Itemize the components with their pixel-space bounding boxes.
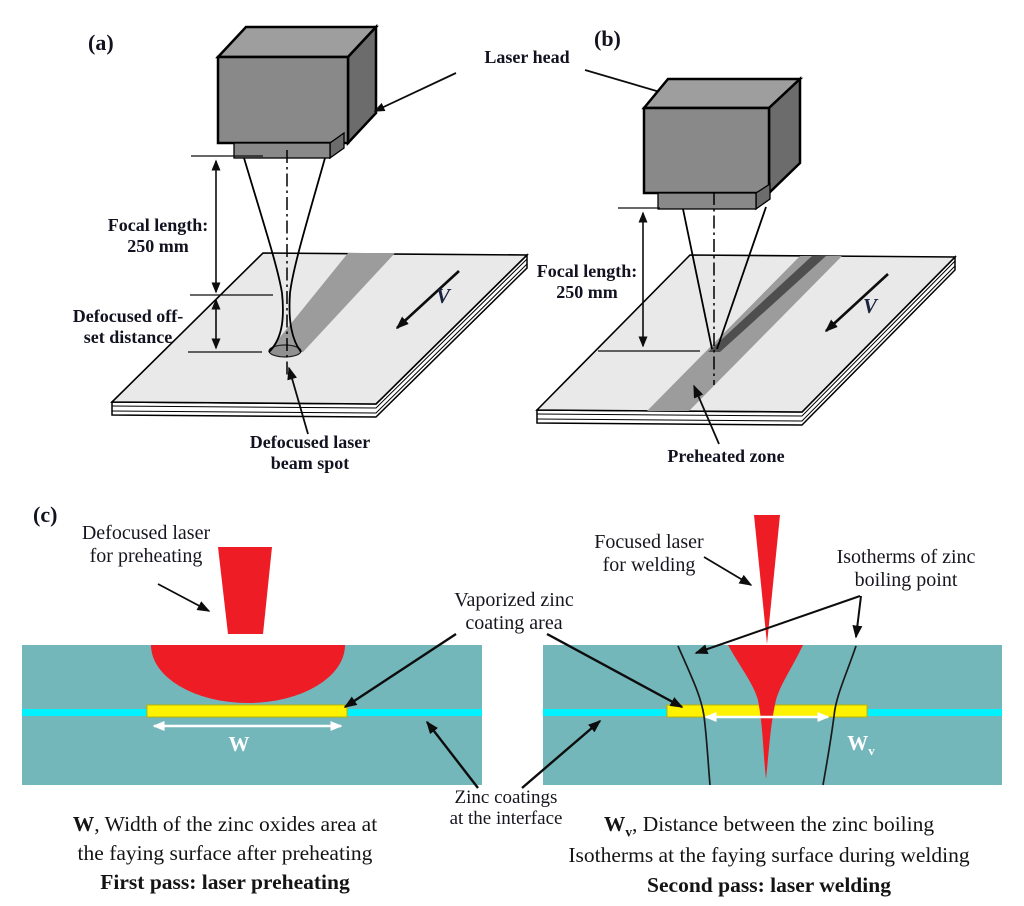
plate-b-weld-track bbox=[708, 256, 826, 352]
w-width-label: W bbox=[228, 732, 250, 756]
zinc-coatings-pointer-left bbox=[426, 720, 479, 789]
isotherms-label: Isotherms of zinc boiling point bbox=[837, 546, 976, 592]
velocity-a-label: V bbox=[436, 284, 451, 308]
heated-dome bbox=[151, 645, 345, 703]
wv-label-sub: v bbox=[868, 743, 875, 759]
isotherm-curve-right bbox=[822, 645, 857, 786]
defocus-offset-line2: set distance bbox=[83, 327, 173, 348]
isotherms-line2: boiling point bbox=[854, 568, 958, 591]
vaporized-zinc-line1: Vaporized zinc bbox=[454, 589, 574, 611]
caption-right-line1: Wv, Distance between the zinc boiling bbox=[568, 810, 969, 841]
panel-b-measurements bbox=[598, 207, 889, 445]
velocity-b-arrow bbox=[824, 273, 889, 333]
caption-right-term-sub: v bbox=[625, 824, 633, 840]
isotherm-pointer-left bbox=[694, 595, 861, 654]
vaporized-zinc-pointer-left bbox=[343, 632, 457, 709]
caption-first-pass: W, Width of the zinc oxides area at the … bbox=[73, 810, 377, 898]
preheated-zone-label: Preheated zone bbox=[667, 446, 785, 466]
defocus-offset-line1: Defocused off- bbox=[72, 306, 184, 326]
defocused-beam-shape bbox=[218, 547, 272, 634]
panel-a-beam bbox=[243, 150, 326, 378]
caption-right-line1-rest: , Distance between the zinc boiling bbox=[632, 812, 935, 836]
velocity-a-arrow bbox=[395, 270, 460, 330]
panel-a-tag: (a) bbox=[88, 30, 114, 55]
focused-laser-line1: Focused laser bbox=[594, 531, 704, 553]
focused-laser-pointer bbox=[703, 556, 753, 586]
beam-a-right-edge bbox=[288, 157, 326, 353]
defocused-laser-label: Defocused laser for preheating bbox=[82, 522, 210, 568]
wv-width-label: Wv bbox=[847, 731, 875, 759]
panel-b-tag: (b) bbox=[594, 26, 621, 51]
zinc-coatings-line1: Zinc coatings bbox=[454, 787, 558, 808]
caption-second-pass: Wv, Distance between the zinc boiling Is… bbox=[568, 810, 969, 900]
zinc-coatings-label: Zinc coatings at the interface bbox=[450, 787, 563, 830]
focal-length-a-line2: 250 mm bbox=[127, 236, 189, 257]
laser-head-pointer-left bbox=[373, 72, 457, 112]
laser-nozzle bbox=[233, 142, 331, 159]
defocused-laser-line2: for preheating bbox=[89, 544, 203, 567]
beam-spot-label: Defocused laser beam spot bbox=[250, 432, 370, 474]
caption-left-line2: the faying surface after preheating bbox=[77, 841, 373, 866]
beam-b-left-edge bbox=[682, 208, 713, 350]
focused-laser-line2: for welding bbox=[602, 553, 696, 576]
panel-b-plate bbox=[535, 254, 957, 426]
panel-a-laser-head bbox=[215, 23, 379, 160]
beam-spot-pointer bbox=[287, 366, 309, 435]
caption-left-line3: First pass: laser preheating bbox=[100, 870, 350, 895]
laser-head-label: Laser head bbox=[484, 47, 570, 67]
zinc-coatings-pointer-right bbox=[521, 720, 602, 789]
caption-right-line3: Second pass: laser welding bbox=[647, 872, 891, 897]
defocus-offset-label: Defocused off- set distance bbox=[73, 306, 183, 348]
defocused-laser-pointer bbox=[157, 583, 211, 612]
velocity-b-label: V bbox=[863, 294, 878, 318]
isotherm-curve-left bbox=[677, 645, 711, 786]
laser-head-b-front-face bbox=[642, 106, 771, 195]
plate-b-preheated-stripe bbox=[647, 256, 842, 411]
panel-c-right-section bbox=[343, 515, 1002, 789]
beam-b-right-edge bbox=[716, 206, 767, 350]
vaporized-zinc-pointer-right bbox=[546, 632, 684, 709]
defocused-laser-line1: Defocused laser bbox=[81, 522, 211, 544]
isotherms-line1: Isotherms of zinc bbox=[836, 546, 976, 568]
panel-c-left-section bbox=[22, 547, 482, 785]
focal-length-a-label: Focal length: 250 mm bbox=[108, 215, 209, 257]
zinc-oxides-strip-left bbox=[146, 704, 348, 718]
plate-a-preheat-stripe bbox=[268, 253, 395, 352]
panel-b-laser-head bbox=[641, 76, 804, 211]
focused-beam-shape bbox=[754, 515, 780, 644]
preheated-zone-pointer bbox=[693, 384, 720, 445]
caption-left-line1-rest: , Width of the zinc oxides area at bbox=[94, 812, 378, 836]
focal-length-b-line1: Focal length: bbox=[536, 261, 638, 281]
plate-b-layer-line-2 bbox=[536, 265, 956, 422]
focal-length-b-line2: 250 mm bbox=[556, 282, 618, 303]
panel-c-tag: (c) bbox=[33, 502, 58, 527]
panel-a-plate bbox=[110, 252, 529, 418]
laser-nozzle-b bbox=[657, 192, 757, 210]
focal-length-b-label: Focal length: 250 mm bbox=[537, 261, 638, 303]
plate-a-layer-line-2 bbox=[111, 263, 528, 414]
beam-a-left-edge bbox=[243, 157, 284, 353]
laser-head-front-face bbox=[216, 55, 350, 145]
caption-left-term: W bbox=[72, 812, 95, 836]
panel-b-beam bbox=[682, 192, 767, 385]
caption-left-line1: W, Width of the zinc oxides area at bbox=[73, 810, 377, 839]
caption-right-line2: Isotherms at the faying surface during w… bbox=[568, 843, 970, 868]
plate-b-layer-line-1 bbox=[536, 260, 956, 417]
isotherm-pointer-right bbox=[852, 595, 863, 639]
beam-spot-line2: beam spot bbox=[270, 453, 350, 474]
plate-a-layer-line-1 bbox=[111, 258, 528, 409]
wv-label-main: W bbox=[847, 731, 869, 755]
beam-spot-line1: Defocused laser bbox=[249, 432, 371, 452]
zinc-coatings-line2: at the interface bbox=[449, 808, 563, 830]
focal-length-a-line1: Focal length: bbox=[107, 215, 209, 235]
focused-laser-label: Focused laser for welding bbox=[594, 531, 703, 577]
caption-right-term: W bbox=[603, 812, 626, 836]
vaporized-zinc-label: Vaporized zinc coating area bbox=[454, 589, 573, 635]
vaporized-zinc-line2: coating area bbox=[465, 611, 563, 634]
